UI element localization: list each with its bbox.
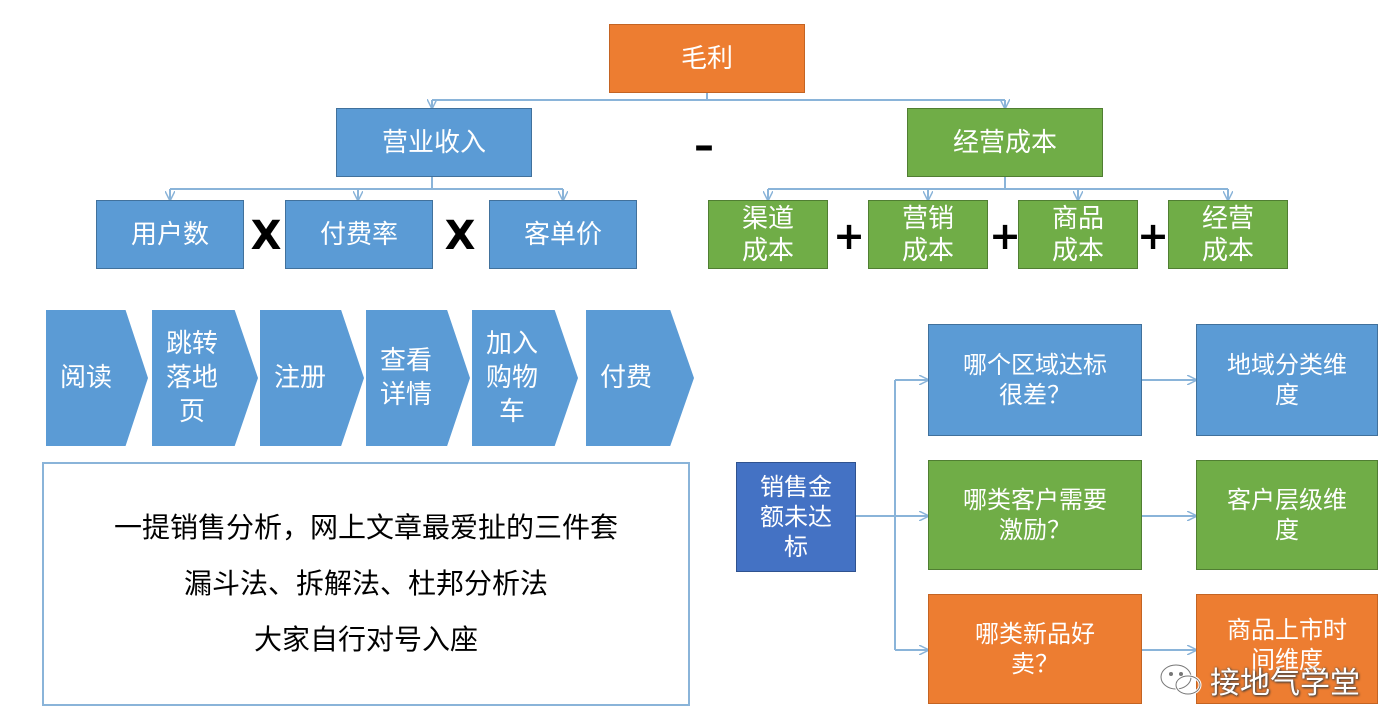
- question-region-box: 哪个区域达标 很差？: [928, 324, 1142, 436]
- dimension-customer-box: 客户层级维 度: [1196, 460, 1378, 570]
- question-customer-box: 哪类客户需要 激励？: [928, 460, 1142, 570]
- watermark-text: 接地气学堂: [1210, 666, 1360, 701]
- funnel-step-view-detail: 查看 详情: [366, 310, 470, 446]
- operating-cost-box: 经营成本: [907, 108, 1103, 177]
- funnel-step-read: 阅读: [46, 310, 148, 446]
- dimension-launch-time-box: 商品上市时 间维度: [1196, 594, 1378, 704]
- plus-operator: +: [989, 214, 1021, 258]
- marketing-cost-box: 营销 成本: [868, 200, 988, 269]
- avg-order-value-box: 客单价: [489, 200, 637, 269]
- gross-profit-box: 毛利: [609, 24, 805, 93]
- plus-operator: +: [1137, 214, 1169, 258]
- operation-cost-box: 经营 成本: [1168, 200, 1288, 269]
- funnel-step-add-cart: 加入 购物 车: [472, 310, 578, 446]
- note-line: 一提销售分析，网上文章最爱扯的三件套: [113, 511, 618, 544]
- channel-cost-box: 渠道 成本: [708, 200, 828, 269]
- note-box: 一提销售分析，网上文章最爱扯的三件套 漏斗法、拆解法、杜邦分析法 大家自行对号入…: [42, 462, 690, 706]
- multiply-operator: X: [250, 213, 282, 259]
- pay-rate-box: 付费率: [285, 200, 433, 269]
- watermark: 接地气学堂: [1158, 655, 1388, 705]
- question-new-product-box: 哪类新品好 卖？: [928, 594, 1142, 704]
- revenue-box: 营业收入: [336, 108, 532, 177]
- funnel-step-register: 注册: [260, 310, 364, 446]
- dimension-region-box: 地域分类维 度: [1196, 324, 1378, 436]
- note-line: 大家自行对号入座: [253, 623, 478, 656]
- funnel-step-pay: 付费: [586, 310, 694, 446]
- funnel-step-landing: 跳转 落地 页: [152, 310, 258, 446]
- product-cost-box: 商品 成本: [1018, 200, 1138, 269]
- plus-operator: +: [833, 214, 865, 258]
- minus-operator: –: [694, 123, 714, 169]
- note-line: 漏斗法、拆解法、杜邦分析法: [183, 567, 548, 600]
- sales-below-target-box: 销售金 额未达 标: [736, 462, 856, 572]
- multiply-operator: X: [444, 213, 476, 259]
- user-count-box: 用户数: [96, 200, 244, 269]
- wechat-icon: [1159, 663, 1202, 696]
